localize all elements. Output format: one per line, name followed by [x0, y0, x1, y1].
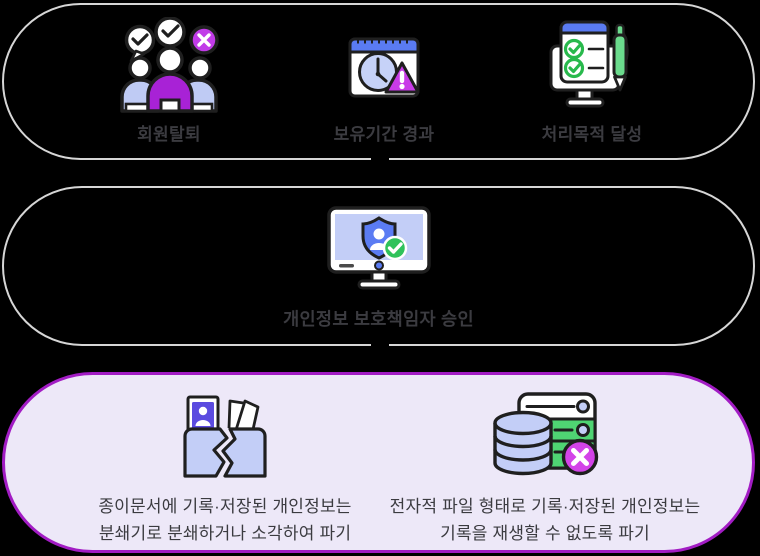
retention-expired-icon [274, 15, 494, 115]
stage2-connector-gap [371, 341, 389, 350]
destruction-electronic: 전자적 파일 형태로 기록·저장된 개인정보는 기록을 재생할 수 없도록 파기 [373, 389, 717, 547]
checklist-monitor-pen-icon [549, 20, 629, 108]
destruction-paper-line2: 분쇄기로 분쇄하거나 소각하여 파기 [98, 524, 352, 543]
trigger-membership-withdrawal: 회원탈퇴 [59, 15, 279, 145]
approval-label: 개인정보 보호책임자 승인 [283, 309, 474, 329]
monitor-shield-check-icon [326, 206, 431, 290]
database-server-x-icon [493, 392, 599, 476]
trigger-label-purpose-achieved: 처리목적 달성 [541, 125, 643, 144]
destruction-electronic-line1: 전자적 파일 형태로 기록·저장된 개인정보는 [389, 497, 701, 516]
stage1-connector-gap [371, 155, 389, 164]
torn-document-icon [183, 395, 267, 478]
privacy-officer-approval-icon [4, 204, 753, 298]
electronic-file-destruction-icon [373, 389, 717, 481]
stage-approval-panel: 개인정보 보호책임자 승인 [2, 186, 755, 346]
paper-shredding-icon [65, 389, 385, 481]
trigger-purpose-achieved: 처리목적 달성 [482, 15, 702, 145]
destruction-paper: 종이문서에 기록·저장된 개인정보는 분쇄기로 분쇄하거나 소각하여 파기 [65, 389, 385, 547]
calendar-clock-warning-icon [348, 37, 420, 98]
purpose-achieved-icon [482, 15, 702, 115]
approval-content: 개인정보 보호책임자 승인 [4, 204, 753, 331]
people-speech-bubbles-icon [120, 17, 219, 113]
trigger-retention-expired: 보유기간 경과 [274, 15, 494, 145]
destruction-paper-text: 종이문서에 기록·저장된 개인정보는 분쇄기로 분쇄하거나 소각하여 파기 [65, 493, 385, 547]
destruction-electronic-line2: 기록을 재생할 수 없도록 파기 [440, 524, 650, 543]
trigger-label-retention-expired: 보유기간 경과 [333, 125, 435, 144]
membership-withdrawal-icon [59, 15, 279, 115]
trigger-label-membership-withdrawal: 회원탈퇴 [137, 125, 201, 144]
stage-destruction-panel: 종이문서에 기록·저장된 개인정보는 분쇄기로 분쇄하거나 소각하여 파기 [2, 372, 755, 553]
destruction-electronic-text: 전자적 파일 형태로 기록·저장된 개인정보는 기록을 재생할 수 없도록 파기 [373, 493, 717, 547]
stage-triggers-panel: 회원탈퇴 보유기간 경과 [2, 3, 755, 160]
destruction-paper-line1: 종이문서에 기록·저장된 개인정보는 [98, 497, 352, 516]
